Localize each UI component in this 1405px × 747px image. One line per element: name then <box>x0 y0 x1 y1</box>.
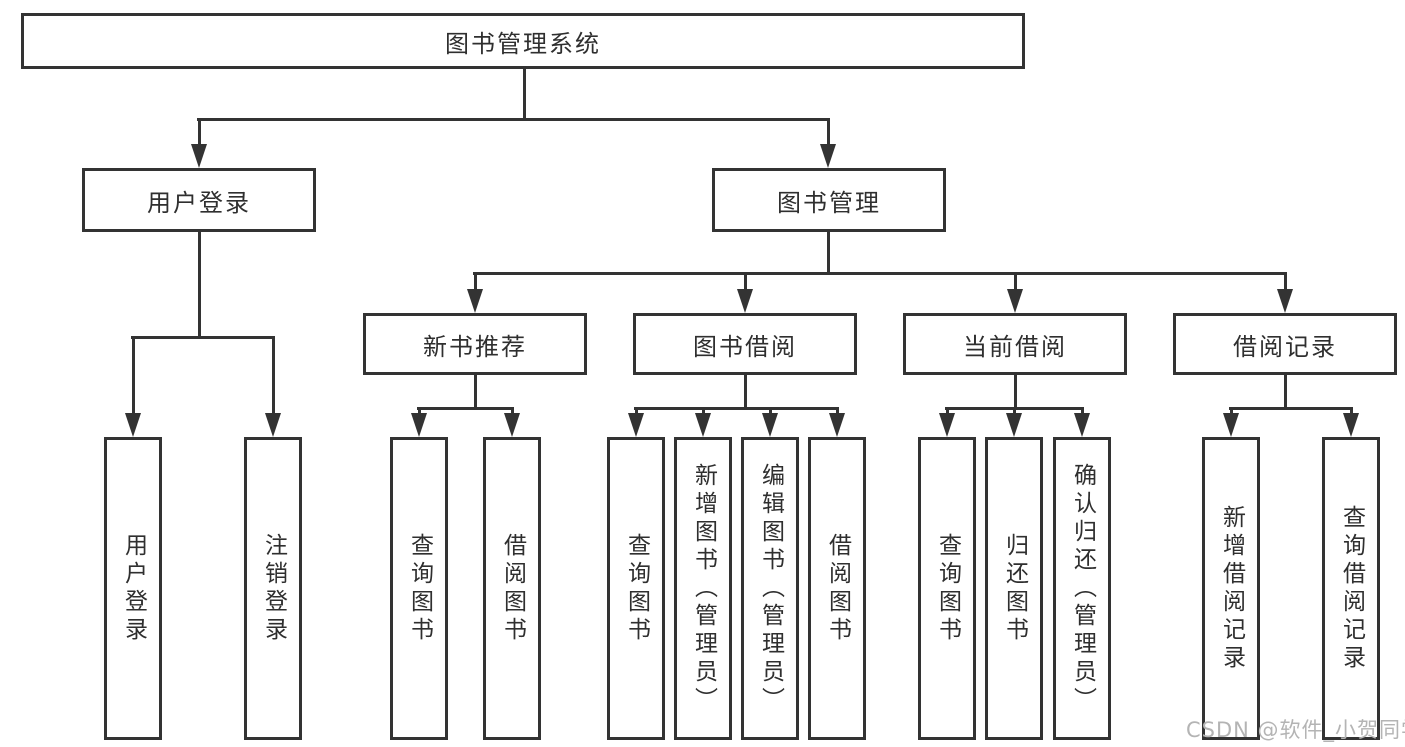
node-user-login: 用户登录 <box>82 168 316 232</box>
arrow-down-icon <box>737 289 753 313</box>
connector-line <box>702 407 705 413</box>
arrow-down-icon <box>695 413 711 437</box>
leaf-label: 新增图书（管理员） <box>690 462 717 715</box>
connector-line <box>474 375 477 407</box>
connector-line <box>1014 375 1017 407</box>
arrow-down-icon <box>411 413 427 437</box>
connector-line <box>634 407 839 410</box>
node-logout: 注销登录 <box>244 437 302 740</box>
connector-line <box>1284 272 1287 289</box>
connector-line <box>272 336 275 413</box>
arrow-down-icon <box>820 144 836 168</box>
node-query-books-borrow: 查询图书 <box>607 437 665 740</box>
node-borrow-records: 借阅记录 <box>1173 313 1397 375</box>
arrow-down-icon <box>467 289 483 313</box>
connector-line <box>946 407 949 413</box>
arrow-down-icon <box>1223 413 1239 437</box>
connector-line <box>827 232 830 272</box>
node-user-login-leaf: 用户登录 <box>104 437 162 740</box>
node-new-book-recommend: 新书推荐 <box>363 313 587 375</box>
node-query-books-recommend: 查询图书 <box>390 437 448 740</box>
connector-line <box>1229 407 1353 410</box>
connector-line <box>836 407 839 413</box>
node-current-borrowing: 当前借阅 <box>903 313 1127 375</box>
leaf-label: 查询图书 <box>623 532 650 645</box>
csdn-watermark: CSDN @软件_小贺同学 <box>1186 718 1405 742</box>
node-book-borrowing: 图书借阅 <box>633 313 857 375</box>
arrow-down-icon <box>504 413 520 437</box>
node-query-books-current: 查询图书 <box>918 437 976 740</box>
node-book-management-system: 图书管理系统 <box>21 13 1025 69</box>
leaf-label: 编辑图书（管理员） <box>757 462 784 715</box>
arrow-down-icon <box>1277 289 1293 313</box>
arrow-down-icon <box>628 413 644 437</box>
arrow-down-icon <box>191 144 207 168</box>
leaf-label: 借阅图书 <box>824 532 851 645</box>
leaf-label: 查询借阅记录 <box>1338 504 1365 673</box>
connector-line <box>827 118 830 144</box>
node-edit-books-admin: 编辑图书（管理员） <box>741 437 799 740</box>
connector-line <box>131 336 275 339</box>
node-confirm-return-admin: 确认归还（管理员） <box>1053 437 1111 740</box>
connector-line <box>1014 272 1017 289</box>
leaf-label: 确认归还（管理员） <box>1069 462 1096 715</box>
arrow-down-icon <box>939 413 955 437</box>
node-add-books-admin: 新增图书（管理员） <box>674 437 732 740</box>
connector-line <box>635 407 638 413</box>
arrow-down-icon <box>125 413 141 437</box>
leaf-label: 新增借阅记录 <box>1218 504 1245 673</box>
node-borrow-books-leaf: 借阅图书 <box>808 437 866 740</box>
connector-line <box>198 232 201 336</box>
node-book-management: 图书管理 <box>712 168 946 232</box>
connector-line <box>473 272 1287 275</box>
connector-line <box>523 68 526 118</box>
leaf-label: 用户登录 <box>120 532 147 645</box>
connector-line <box>1230 407 1233 413</box>
node-borrow-books-recommend: 借阅图书 <box>483 437 541 740</box>
connector-line <box>1081 407 1084 413</box>
connector-line <box>418 407 421 413</box>
leaf-label: 查询图书 <box>406 532 433 645</box>
arrow-down-icon <box>829 413 845 437</box>
connector-line <box>744 375 747 407</box>
connector-line <box>769 407 772 413</box>
connector-line <box>417 407 514 410</box>
node-add-borrow-record: 新增借阅记录 <box>1202 437 1260 740</box>
leaf-label: 查询图书 <box>934 532 961 645</box>
arrow-down-icon <box>1074 413 1090 437</box>
leaf-label: 借阅图书 <box>499 532 526 645</box>
connector-line <box>474 272 477 289</box>
leaf-label: 归还图书 <box>1001 532 1028 645</box>
arrow-down-icon <box>1007 289 1023 313</box>
arrow-down-icon <box>265 413 281 437</box>
arrow-down-icon <box>1006 413 1022 437</box>
connector-line <box>132 336 135 413</box>
connector-line <box>197 118 830 121</box>
connector-line <box>511 407 514 413</box>
connector-line <box>744 272 747 289</box>
connector-line <box>1350 407 1353 413</box>
connector-line <box>1284 375 1287 407</box>
node-return-books: 归还图书 <box>985 437 1043 740</box>
node-query-borrow-record: 查询借阅记录 <box>1322 437 1380 740</box>
connector-line <box>1013 407 1016 413</box>
arrow-down-icon <box>762 413 778 437</box>
leaf-label: 注销登录 <box>260 532 287 645</box>
arrow-down-icon <box>1343 413 1359 437</box>
connector-line <box>198 118 201 144</box>
